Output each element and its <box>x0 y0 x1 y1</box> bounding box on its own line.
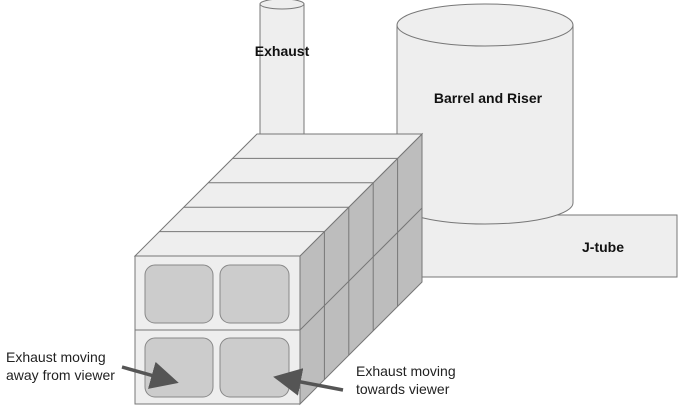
j-tube-body <box>419 214 678 278</box>
barrel-body <box>396 24 574 225</box>
away-label-line1: Exhaust moving <box>6 349 106 365</box>
flue-cell-top-right <box>219 264 290 324</box>
exhaust-stack-top <box>259 0 305 10</box>
barrel-label: Barrel and Riser <box>434 90 543 106</box>
barrel-and-riser: Barrel and Riser <box>396 3 574 225</box>
away-label-line2: away from viewer <box>6 367 115 383</box>
flue-cell-top-left <box>144 264 214 324</box>
block-side-row-divider <box>299 207 423 331</box>
j-tube-label: J-tube <box>582 239 624 255</box>
exhaust-stack-body <box>259 3 305 140</box>
towards-label-line1: Exhaust moving <box>356 363 456 379</box>
arrow-towards-viewer <box>273 368 344 396</box>
arrow-away-from-viewer <box>121 361 179 389</box>
flue-cell-bottom-left <box>144 337 214 398</box>
barrel-top <box>396 3 574 47</box>
exhaust-label: Exhaust <box>255 43 310 59</box>
exhaust-stack: Exhaust <box>255 0 310 140</box>
j-tube <box>419 214 678 278</box>
flue-cell-bottom-right <box>219 337 290 398</box>
towards-label-line2: towards viewer <box>356 381 450 397</box>
